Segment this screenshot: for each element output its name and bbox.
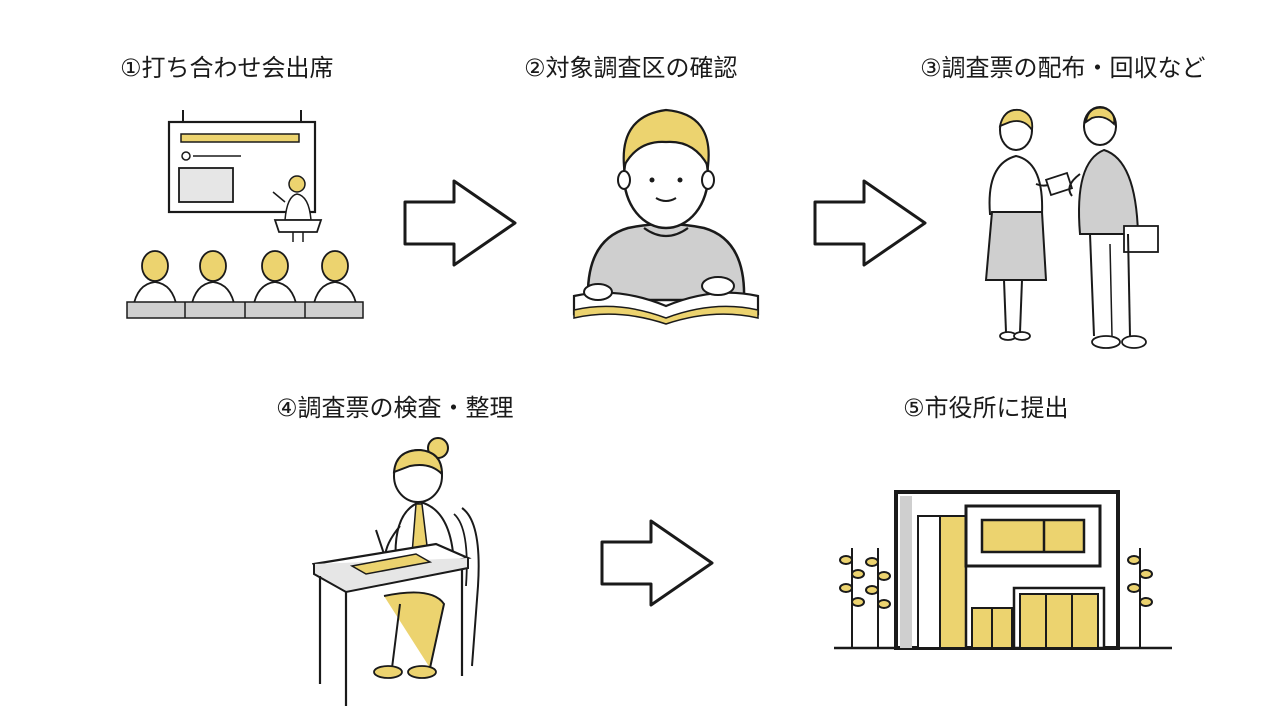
step-5-label: ⑤市役所に提出	[903, 394, 1069, 422]
city-hall-building-icon	[834, 488, 1172, 658]
right-arrow-icon	[812, 178, 928, 268]
meeting-presentation-icon	[125, 108, 365, 320]
right-arrow-icon	[599, 518, 715, 608]
step-2-label: ②対象調査区の確認	[524, 54, 738, 82]
survey-distribution-icon	[976, 104, 1164, 356]
person-reading-book-icon	[568, 100, 764, 326]
step-3-label: ③調査票の配布・回収など	[920, 54, 1206, 82]
right-arrow-icon	[402, 178, 518, 268]
step-1-label: ①打ち合わせ会出席	[120, 54, 334, 82]
step-4-label: ④調査票の検査・整理	[276, 394, 514, 422]
person-writing-desk-icon	[312, 436, 488, 708]
